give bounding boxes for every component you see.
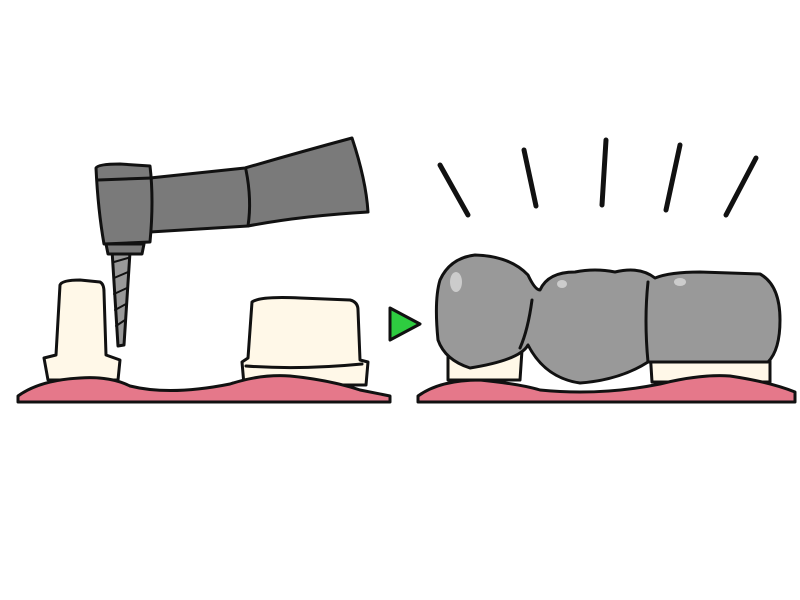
- abutment-tooth: [240, 296, 370, 387]
- prepared-teeth-scene: [16, 136, 392, 404]
- dental-drill-icon: [94, 136, 370, 348]
- gum-left: [16, 374, 392, 404]
- bridge-scene: [416, 137, 797, 404]
- prepared-tooth: [42, 278, 122, 382]
- arrow-right-icon: [388, 306, 422, 342]
- shine-lines: [437, 137, 759, 218]
- gum-right: [416, 374, 797, 404]
- dental-bridge-icon: [434, 253, 782, 385]
